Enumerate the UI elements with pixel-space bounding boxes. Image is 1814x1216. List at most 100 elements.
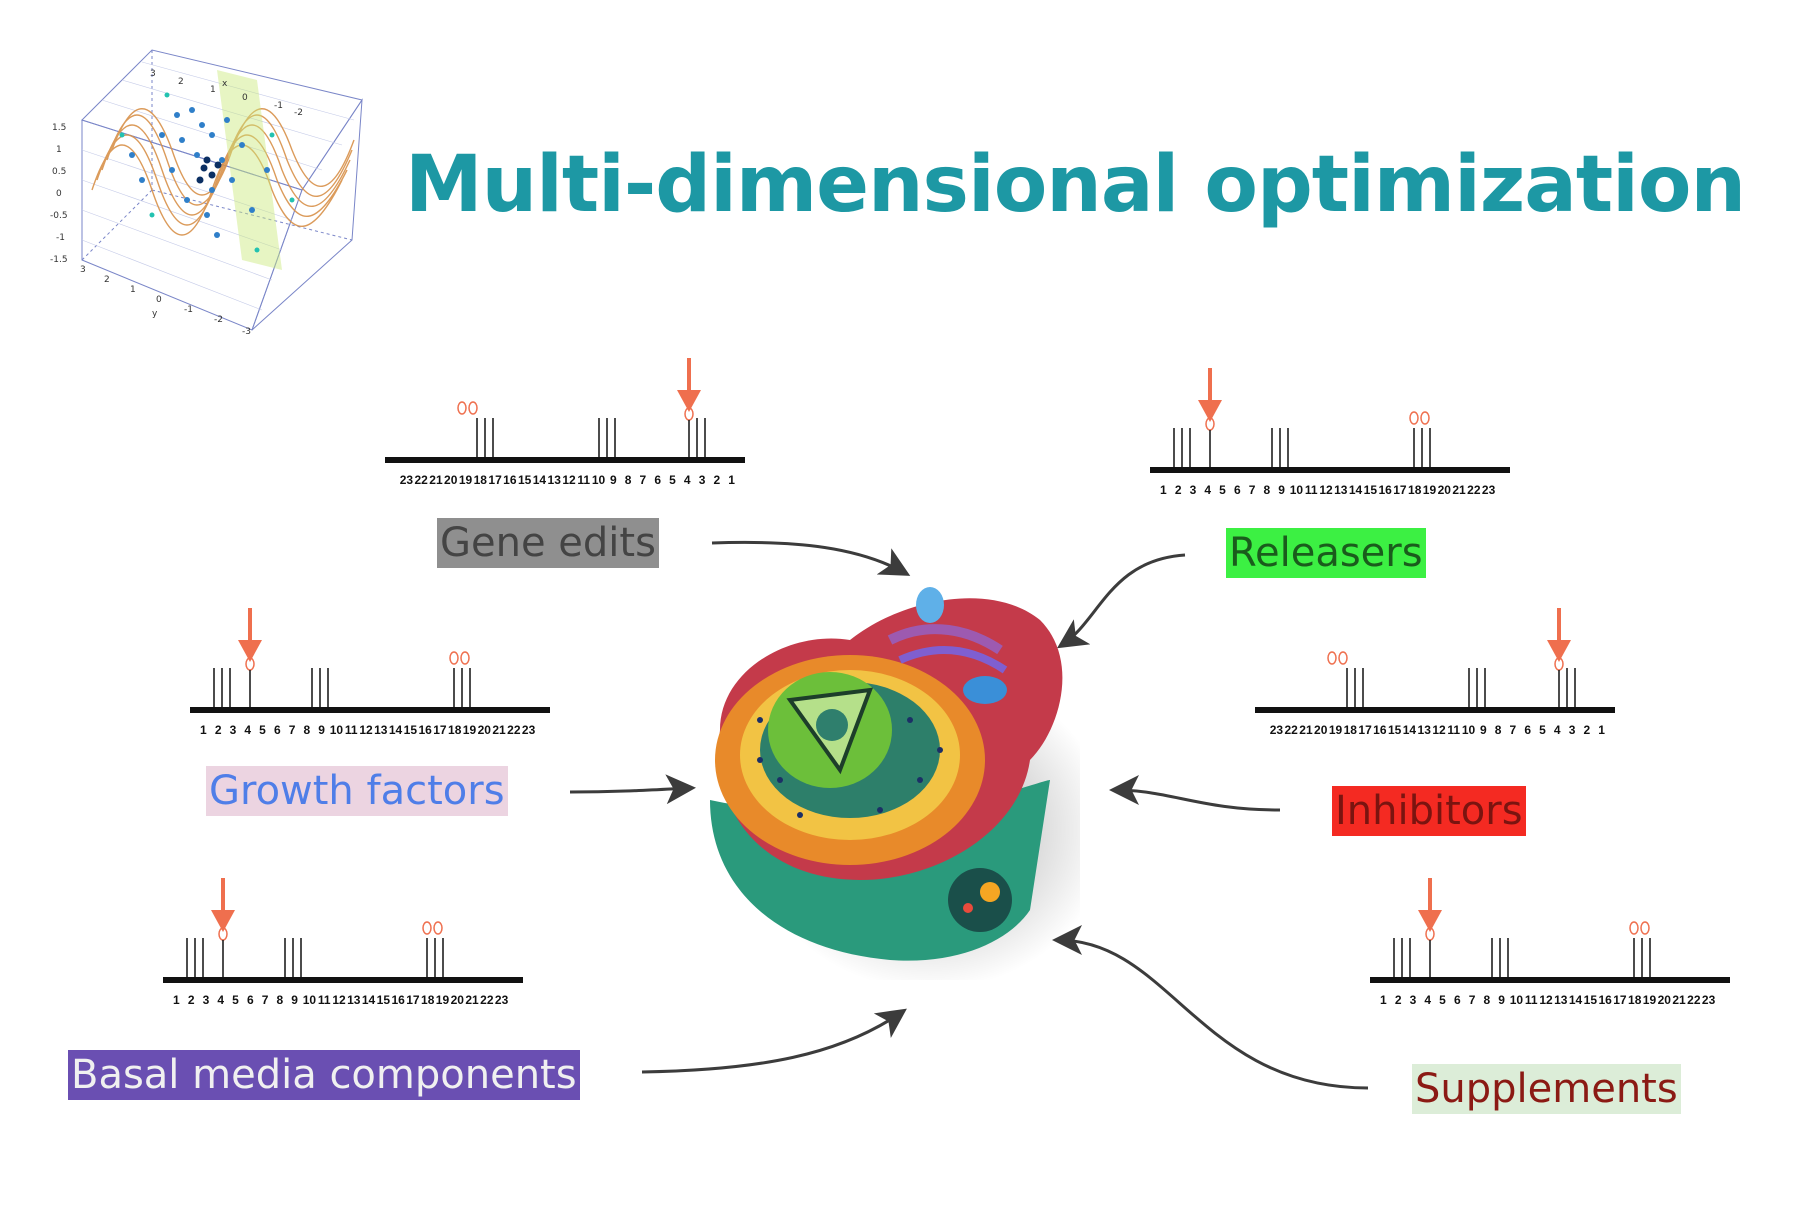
chromosome-number: 9: [1480, 723, 1487, 737]
chromosome-number: 21: [429, 473, 443, 487]
chromosome-number: 1: [1380, 993, 1387, 1007]
chromosome-number: 9: [1498, 993, 1505, 1007]
chromosome-number: 8: [1264, 483, 1271, 497]
chromosome-number: 17: [1613, 993, 1627, 1007]
chromosome-number: 18: [1628, 993, 1642, 1007]
chromosome-number: 23: [1270, 723, 1284, 737]
chromosome-number: 13: [548, 473, 562, 487]
chromosome-number: 6: [274, 723, 281, 737]
chromosome-number: 3: [230, 723, 237, 737]
chromosome-number: 4: [244, 723, 251, 737]
chromosome-number: 18: [1408, 483, 1422, 497]
chromosome-number: 2: [215, 723, 222, 737]
chromosome-number: 9: [291, 993, 298, 1007]
chromosome-number: 20: [478, 723, 492, 737]
target-arrow-head: [238, 640, 262, 662]
y-axis-label: y: [152, 309, 158, 319]
cell-illustration: [710, 587, 1080, 980]
chromosome-number: 6: [247, 993, 254, 1007]
chromosome-number: 17: [433, 723, 447, 737]
chromosome-number: 6: [654, 473, 661, 487]
chromosome-number: 5: [1219, 483, 1226, 497]
x-tick: 3: [150, 69, 156, 79]
plot-points-teal: [119, 92, 295, 253]
chromosome-number: 7: [289, 723, 296, 737]
chromosome-number: 8: [1495, 723, 1502, 737]
chromosome-number: 2: [1583, 723, 1590, 737]
cell-vesicle: [916, 587, 944, 623]
chromosome-number: 1: [728, 473, 735, 487]
candidate-site-marker: [1327, 651, 1337, 665]
chromosome-number: 23: [1482, 483, 1496, 497]
z-tick: 1: [56, 145, 62, 155]
y-tick: -2: [214, 315, 223, 325]
chromosome-number: 2: [713, 473, 720, 487]
x-tick: 1: [210, 85, 216, 95]
chromosome-number: 22: [480, 993, 494, 1007]
chromosome-number: 5: [232, 993, 239, 1007]
chromosome-number: 7: [1469, 993, 1476, 1007]
z-tick: -1.5: [50, 255, 68, 265]
chromosome-number: 14: [1403, 723, 1417, 737]
x-tick: 0: [242, 93, 248, 103]
target-arrow-head: [1418, 910, 1442, 932]
label-inhibitors: Inhibitors: [1332, 786, 1526, 836]
candidate-site-marker: [460, 651, 470, 665]
chromosome-number: 4: [1204, 483, 1211, 497]
chromosome-number: 7: [640, 473, 647, 487]
chromosome-number: 3: [1569, 723, 1576, 737]
chromosome-number: 5: [1439, 993, 1446, 1007]
candidate-site-marker: [449, 651, 459, 665]
chromosome-number: 19: [1329, 723, 1343, 737]
candidate-site-marker: [468, 401, 478, 415]
chromosome-number: 13: [347, 993, 361, 1007]
chromosome-number: 17: [488, 473, 502, 487]
candidate-site-marker: [1629, 921, 1639, 935]
chromosome-number: 22: [414, 473, 428, 487]
chromosome-number: 14: [362, 993, 376, 1007]
chromosome-number: 16: [1378, 483, 1392, 497]
chromosome-number: 22: [1284, 723, 1298, 737]
chromosome-number: 11: [1525, 993, 1538, 1007]
chromosome-number: 20: [1438, 483, 1452, 497]
z-tick: -0.5: [50, 211, 68, 221]
arrow-gene-edits: [711, 540, 911, 576]
chromosome-number: 14: [1569, 993, 1583, 1007]
label-supplements: Supplements: [1412, 1064, 1681, 1114]
chromosome-number: 1: [1598, 723, 1605, 737]
chromosome-number: 12: [1432, 723, 1446, 737]
chromosome-number: 12: [332, 993, 346, 1007]
chromosome-number: 15: [518, 473, 532, 487]
z-tick: 1.5: [52, 123, 66, 133]
chromosome-number: 11: [1305, 483, 1318, 497]
chromosome-number: 16: [391, 993, 405, 1007]
chromosome-number: 20: [451, 993, 465, 1007]
plot-points: [129, 107, 270, 238]
z-tick: 0: [56, 189, 62, 199]
y-tick: 1: [130, 285, 136, 295]
chromosome-number: 21: [1299, 723, 1313, 737]
chromosome-number: 4: [1554, 723, 1561, 737]
chromosome-number: 22: [507, 723, 521, 737]
chromosome-number: 13: [1334, 483, 1348, 497]
chromosome-number: 6: [1454, 993, 1461, 1007]
z-tick: 0.5: [52, 167, 66, 177]
chromosome-number: 7: [1249, 483, 1256, 497]
chromosome-number: 12: [359, 723, 373, 737]
chromosome-number: 14: [389, 723, 403, 737]
chromosome-number: 9: [610, 473, 617, 487]
chromosome-number: 17: [1393, 483, 1407, 497]
candidate-site-marker: [1420, 411, 1430, 425]
chromosome-number: 19: [436, 993, 450, 1007]
z-tick: -1: [56, 233, 65, 243]
plot-surface: [91, 108, 355, 236]
chromosome-number: 11: [1447, 723, 1460, 737]
chromosome-number: 8: [625, 473, 632, 487]
